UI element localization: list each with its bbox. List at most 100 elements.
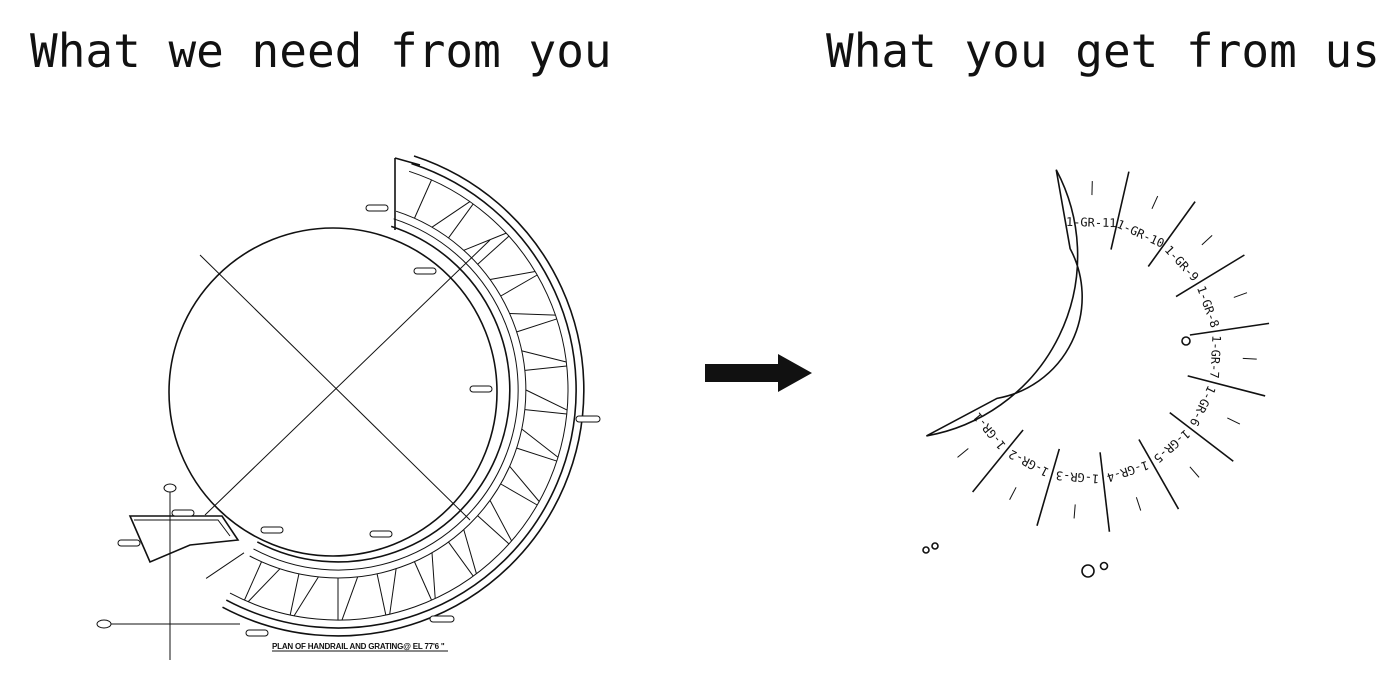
- panel-label: 1-GR-6: [1187, 383, 1219, 428]
- panel-label: 1-GR-9: [1162, 243, 1202, 284]
- bar-direction-mark: [1135, 497, 1142, 511]
- reference-line-b: [204, 239, 491, 516]
- nozzle-hole: [1099, 561, 1109, 571]
- panel-label: 1-GR-10: [1115, 217, 1167, 251]
- panel-divider: [1138, 439, 1180, 510]
- callout-tag: [413, 267, 437, 275]
- bar-direction-mark: [1233, 292, 1248, 298]
- callout-tag: [245, 629, 269, 637]
- bracket: [524, 409, 567, 415]
- panel-label: 1-GR-4: [1105, 458, 1151, 485]
- bar-direction-mark: [957, 448, 969, 458]
- bar-direction-mark: [1242, 357, 1257, 360]
- nozzle-hole: [1181, 336, 1191, 346]
- bracket-diagonal: [341, 576, 359, 621]
- panel-label: 1-GR-11: [1066, 215, 1117, 230]
- callout-tag: [117, 539, 141, 547]
- nozzle-hole: [922, 546, 930, 554]
- panel-divider: [1169, 412, 1234, 462]
- bracket: [414, 561, 433, 601]
- bracket: [448, 203, 474, 239]
- bracket-diagonal: [490, 271, 536, 280]
- bracket-diagonal: [293, 576, 319, 617]
- bar-direction-mark: [1073, 504, 1076, 519]
- bracket: [524, 365, 567, 371]
- panel-divider: [1175, 254, 1245, 298]
- right-arrow-icon: [705, 354, 812, 392]
- platform-ring: [225, 162, 577, 629]
- bar-direction-mark: [1009, 487, 1017, 500]
- bracket-diagonal: [205, 552, 245, 579]
- panel-divider: [1189, 322, 1270, 336]
- bracket-diagonal: [463, 232, 507, 251]
- bracket-diagonal: [509, 313, 556, 316]
- panel-label: 1-GR-5: [1151, 427, 1193, 466]
- grating-outline: [926, 169, 1083, 437]
- bracket: [516, 447, 557, 462]
- bracket: [500, 483, 538, 506]
- panel-label: 1-GR-2: [1006, 447, 1051, 480]
- bracket: [289, 573, 300, 616]
- panel-divider: [1036, 448, 1061, 526]
- bracket-diagonal: [389, 568, 397, 615]
- bracket-diagonal: [525, 389, 568, 411]
- callout-tag: [171, 509, 195, 517]
- platform-landing: [128, 515, 240, 564]
- callout-tag: [429, 615, 455, 623]
- tank-circle: [168, 227, 498, 557]
- bar-direction-mark: [1189, 466, 1200, 478]
- nozzle-hole: [931, 542, 939, 550]
- bracket-diagonal: [489, 500, 513, 542]
- bracket-diagonal: [247, 568, 281, 603]
- panel-label: 1-GR-8: [1194, 284, 1222, 330]
- grid-bubble-top: [163, 483, 177, 493]
- platform-end: [394, 157, 421, 166]
- platform-landing-inner: [134, 519, 231, 537]
- bracket: [414, 179, 433, 219]
- nozzle-hole-large: [1081, 564, 1095, 578]
- bracket-diagonal: [431, 552, 436, 599]
- bracket: [243, 561, 262, 601]
- bracket-diagonal: [521, 428, 559, 458]
- bracket: [448, 541, 474, 577]
- heading-output-deliverable: What you get from us: [826, 24, 1376, 78]
- drawing-caption: PLAN OF HANDRAIL AND GRATING@ EL 77'6 ": [272, 642, 445, 651]
- callout-tag: [575, 415, 601, 423]
- panel-divider: [971, 429, 1024, 493]
- bracket-diagonal: [431, 201, 471, 228]
- platform-arcs: [222, 155, 585, 637]
- bar-direction-mark: [1201, 234, 1213, 246]
- panel-divider: [1147, 201, 1196, 267]
- panel-divider: [1187, 375, 1266, 397]
- heading-input-requirements: What we need from you: [30, 24, 612, 78]
- callout-tag: [260, 526, 284, 534]
- platform-ring: [222, 155, 585, 637]
- platform-ring: [253, 218, 519, 571]
- grid-bubble-left: [96, 619, 112, 629]
- callout-tag: [469, 385, 493, 393]
- bracket: [477, 515, 510, 545]
- panel-divider: [1099, 452, 1111, 532]
- bracket-diagonal: [463, 529, 477, 574]
- platform-brackets: [205, 179, 568, 621]
- panel-divider: [1110, 171, 1130, 250]
- bar-direction-mark: [1227, 417, 1241, 425]
- platform-ring: [249, 210, 527, 579]
- panel-label: 1-GR-3: [1055, 468, 1099, 486]
- bracket-diagonal: [509, 466, 540, 502]
- bracket: [477, 235, 510, 265]
- cad-plan-drawing: [96, 155, 601, 660]
- callout-tag: [369, 530, 393, 538]
- platform-ring: [229, 170, 569, 621]
- callout-tag: [365, 204, 389, 212]
- bar-direction-mark: [1151, 195, 1159, 210]
- bracket-diagonal: [521, 350, 567, 363]
- bracket: [516, 318, 557, 333]
- reference-line-a: [199, 254, 471, 521]
- panel-dividers: [971, 171, 1270, 532]
- panel-label: 1-GR-7: [1207, 335, 1223, 379]
- bracket: [500, 274, 538, 297]
